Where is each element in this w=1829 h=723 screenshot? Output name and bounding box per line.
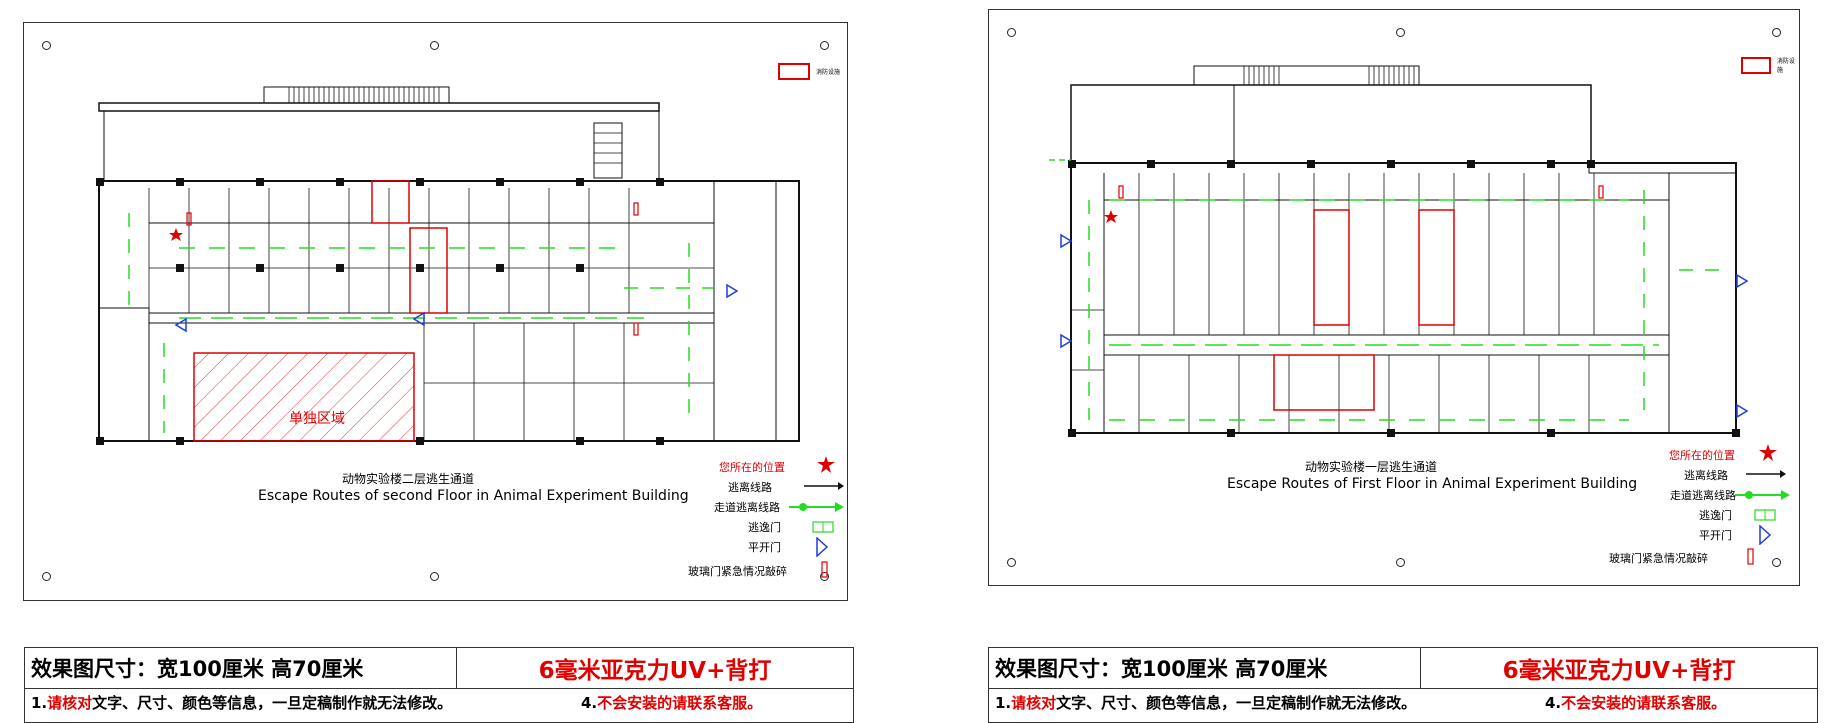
- legend-swing-door: 平开门: [748, 541, 781, 554]
- mount-hole: [42, 41, 51, 50]
- note-4-highlight: 不会安装的请联系客服。: [597, 694, 763, 712]
- green-route-icon: [789, 502, 844, 512]
- legend-first: 您所在的位置 逃离线路 走道逃离线路 逃逸门 平开门 玻璃门紧急情况敲碎: [1549, 444, 1794, 597]
- spec-material: 6毫米亚克力UV+背打: [538, 658, 772, 684]
- arrow-right-icon: [1746, 470, 1786, 478]
- note-1-highlight: 请核对: [1011, 694, 1057, 712]
- spec-notes: 1.请核对文字、尺寸、颜色等信息，一旦定稿制作就无法修改。 4.不会安装的请联系…: [31, 692, 847, 712]
- legend-escape-route: 逃离线路: [1684, 469, 1728, 482]
- note-4: 4.不会安装的请联系客服。: [581, 692, 762, 713]
- fire-facility-legend: 消防设施: [778, 63, 840, 80]
- plan-title-cn-second: 动物实验楼二层逃生通道: [342, 472, 475, 486]
- note-4-prefix: 4.: [1545, 694, 1562, 712]
- mount-hole: [1772, 28, 1781, 37]
- spec-notes: 1.请核对文字、尺寸、颜色等信息，一旦定稿制作就无法修改。 4.不会安装的请联系…: [995, 692, 1811, 712]
- spec-size: 效果图尺寸：宽100厘米 高70厘米: [989, 648, 1421, 688]
- mount-hole: [1772, 558, 1781, 567]
- spec-box-left: 效果图尺寸：宽100厘米 高70厘米 6毫米亚克力UV+背打 1.请核对文字、尺…: [24, 647, 854, 723]
- floor-plan-panel-first: 消防设施: [988, 9, 1800, 586]
- note-1-prefix: 1.: [31, 694, 48, 712]
- floor-plan-second: 单独区域: [96, 86, 800, 445]
- floor-plan-panel-second: 消防设施: [23, 22, 848, 601]
- fire-facility-swatch: [1741, 56, 1771, 74]
- spec-box-right: 效果图尺寸：宽100厘米 高70厘米 6毫米亚克力UV+背打 1.请核对文字、尺…: [988, 647, 1818, 723]
- escape-door-icon: [812, 521, 834, 533]
- note-1-text: 文字、尺寸、颜色等信息，一旦定稿制作就无法修改。: [1056, 694, 1417, 712]
- swing-door-icon: [1759, 525, 1771, 545]
- mount-hole: [430, 572, 439, 581]
- fire-facility-label: 消防设施: [816, 69, 841, 76]
- swing-door-icon: [816, 537, 828, 557]
- plan-title-cn-first: 动物实验楼一层逃生通道: [1305, 460, 1438, 474]
- mount-hole: [1396, 558, 1405, 567]
- legend-you-are-here: 您所在的位置: [719, 461, 785, 474]
- legend-glass-door: 玻璃门紧急情况敲碎: [688, 565, 787, 578]
- note-1-text: 文字、尺寸、颜色等信息，一旦定稿制作就无法修改。: [92, 694, 453, 712]
- plan-title-en-first: Escape Routes of First Floor in Animal E…: [1227, 476, 1638, 492]
- legend-escape-door: 逃逸门: [1699, 509, 1732, 522]
- note-4-highlight: 不会安装的请联系客服。: [1561, 694, 1727, 712]
- legend-glass-door: 玻璃门紧急情况敲碎: [1609, 552, 1708, 565]
- legend-corridor-route: 走道逃离线路: [714, 501, 780, 514]
- green-route-icon: [1735, 490, 1790, 500]
- mount-hole: [820, 41, 829, 50]
- fire-facility-label: 消防设施: [1776, 58, 1795, 74]
- spec-material: 6毫米亚克力UV+背打: [1502, 658, 1736, 684]
- arrow-right-icon: [804, 482, 844, 490]
- legend-escape-route: 逃离线路: [728, 481, 772, 494]
- legend-you-are-here: 您所在的位置: [1669, 449, 1735, 462]
- plan-title-en-second: Escape Routes of second Floor in Animal …: [258, 488, 689, 504]
- legend-swing-door: 平开门: [1699, 529, 1732, 542]
- legend-second: 您所在的位置 逃离线路 走道逃离线路 逃逸门 平开门 玻璃门紧急情况敲碎: [604, 456, 844, 609]
- mount-hole: [42, 572, 51, 581]
- escape-door-icon: [1754, 509, 1776, 521]
- note-1-highlight: 请核对: [47, 694, 93, 712]
- isolation-zone-label: 单独区域: [289, 411, 345, 427]
- glass-door-icon: [821, 561, 828, 578]
- fire-facility-legend: 消防设施: [1741, 56, 1799, 74]
- you-are-here-marker: [1104, 210, 1118, 223]
- legend-corridor-route: 走道逃离线路: [1670, 489, 1736, 502]
- note-1-prefix: 1.: [995, 694, 1012, 712]
- legend-escape-door: 逃逸门: [748, 521, 781, 534]
- mount-hole: [1007, 28, 1016, 37]
- you-are-here-marker: [169, 228, 183, 241]
- mount-hole: [1007, 558, 1016, 567]
- mount-hole: [430, 41, 439, 50]
- spec-size: 效果图尺寸：宽100厘米 高70厘米: [25, 648, 457, 688]
- glass-door-icon: [1747, 548, 1754, 565]
- star-icon: [817, 456, 835, 473]
- mount-hole: [1396, 28, 1405, 37]
- mount-hole: [820, 572, 829, 581]
- floor-plan-first: [1049, 65, 1749, 437]
- fire-facility-swatch: [778, 63, 810, 80]
- note-4-prefix: 4.: [581, 694, 598, 712]
- star-icon: [1759, 444, 1777, 461]
- note-4: 4.不会安装的请联系客服。: [1545, 692, 1726, 713]
